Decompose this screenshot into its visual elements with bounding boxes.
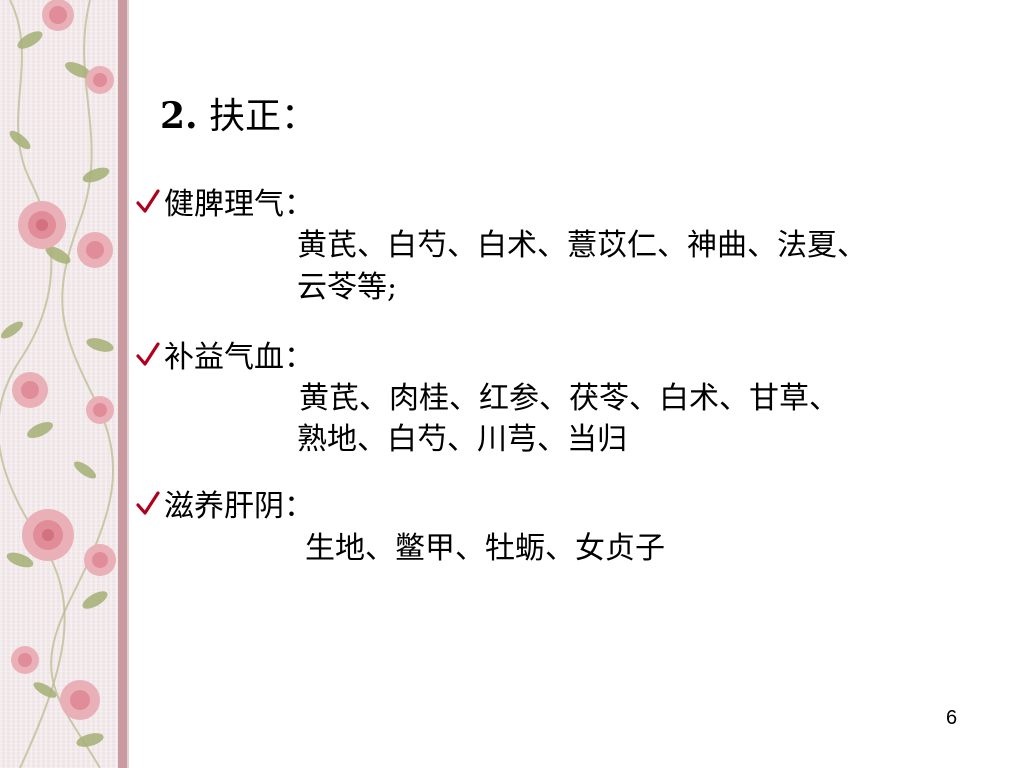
slide-title: 2. 扶正： [160, 94, 317, 139]
section-heading-text: 补益气血： [164, 340, 314, 375]
herb-line: 生地、鳖甲、牡蛎、女贞子 [305, 531, 665, 566]
herb-line: 熟地、白芍、川芎、当归 [297, 422, 627, 457]
section-heading-text: 滋养肝阴： [164, 489, 314, 524]
divider-bar [118, 0, 127, 768]
section-heading-text: 健脾理气： [164, 187, 314, 222]
section-heading-2: 补益气血： [136, 338, 314, 378]
rose-pattern-icon [0, 0, 116, 768]
section-heading-3: 滋养肝阴： [136, 487, 314, 527]
title-number: 2. [160, 95, 198, 137]
floral-decoration [0, 0, 118, 768]
herb-line: 黄芪、肉桂、红参、茯苓、白术、甘草、 [299, 381, 839, 416]
checkmark-icon [136, 342, 160, 366]
herb-line: 云苓等; [297, 270, 398, 305]
section-heading-1: 健脾理气： [136, 185, 314, 225]
page-number: 6 [946, 707, 958, 729]
divider-bar-edge [127, 0, 129, 768]
herb-line: 黄芪、白芍、白术、薏苡仁、神曲、法夏、 [297, 228, 867, 263]
title-text: 扶正： [197, 96, 318, 137]
checkmark-icon [136, 189, 160, 213]
checkmark-icon [136, 491, 160, 515]
